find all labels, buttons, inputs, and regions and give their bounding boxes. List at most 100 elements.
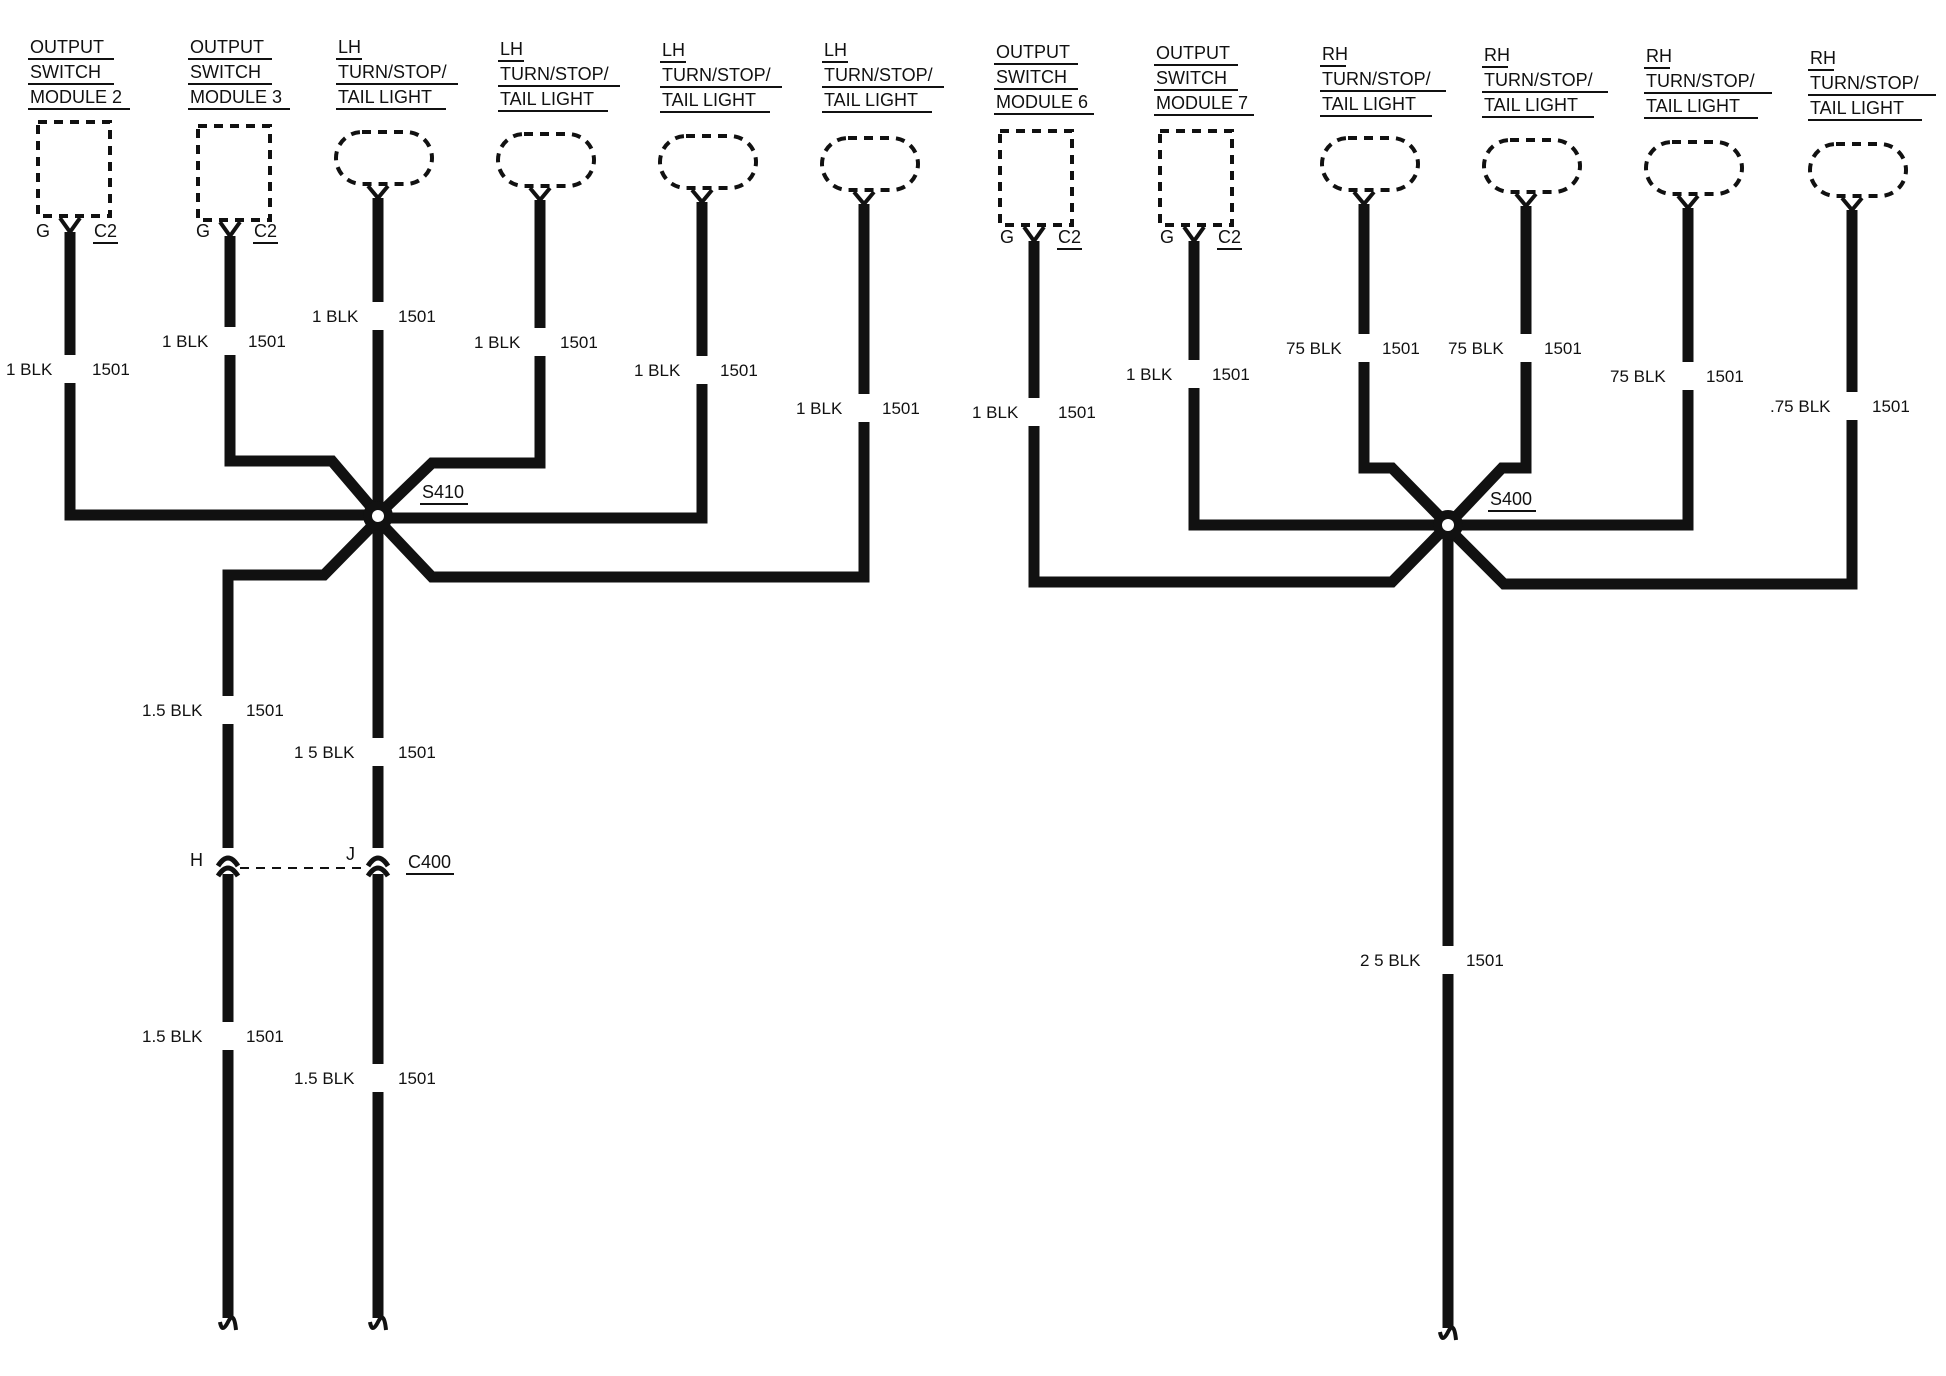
label-rh-tail-light-4: RH TURN/STOP/ TAIL LIGHT bbox=[1808, 48, 1936, 121]
svg-text:1501: 1501 bbox=[248, 332, 286, 351]
svg-text:LH: LH bbox=[824, 40, 847, 60]
svg-text:1501: 1501 bbox=[246, 701, 284, 720]
svg-text:1501: 1501 bbox=[398, 307, 436, 326]
svg-text:TAIL LIGHT: TAIL LIGHT bbox=[1646, 96, 1740, 116]
svg-text:1501: 1501 bbox=[1212, 365, 1250, 384]
label-rh-tail-light-2: RH TURN/STOP/ TAIL LIGHT bbox=[1482, 45, 1608, 118]
svg-text:RH: RH bbox=[1484, 45, 1510, 65]
wire-label-rh4: .75 BLK 1501 bbox=[1766, 392, 1912, 420]
wire-osm2 bbox=[64, 232, 378, 521]
svg-text:1501: 1501 bbox=[398, 743, 436, 762]
rh-tail-light-1-symbol bbox=[1320, 136, 1420, 208]
label-lh-tail-light-3: LH TURN/STOP/ TAIL LIGHT bbox=[660, 40, 782, 113]
wire-label-osm2: 1 BLK 1501 bbox=[4, 355, 134, 383]
rh-tail-light-4-symbol bbox=[1808, 142, 1908, 214]
rh-tail-light-3-symbol bbox=[1644, 140, 1744, 212]
label-rh-tail-light-3: RH TURN/STOP/ TAIL LIGHT bbox=[1644, 46, 1772, 119]
svg-text:1.5 BLK: 1.5 BLK bbox=[294, 1069, 355, 1088]
svg-text:TURN/STOP/: TURN/STOP/ bbox=[338, 62, 447, 82]
connector-c400: H J C400 bbox=[190, 844, 454, 878]
wire-rh1 bbox=[1358, 204, 1452, 529]
svg-text:1501: 1501 bbox=[1872, 397, 1910, 416]
lh-tail-light-1-symbol bbox=[334, 130, 434, 202]
splice-s400: S400 bbox=[1433, 489, 1536, 540]
splice-s410: S410 bbox=[363, 482, 468, 531]
output-switch-module-7-symbol: G C2 bbox=[1158, 129, 1242, 250]
wire-label-osm3: 1 BLK 1501 bbox=[158, 327, 290, 355]
svg-text:C2: C2 bbox=[94, 221, 117, 241]
output-switch-module-2-symbol: G C2 bbox=[36, 120, 118, 244]
label-output-switch-module-6: OUTPUT SWITCH MODULE 6 bbox=[994, 42, 1094, 115]
svg-text:TURN/STOP/: TURN/STOP/ bbox=[824, 65, 933, 85]
lh-tail-light-3-symbol bbox=[658, 134, 758, 206]
svg-text:OUTPUT: OUTPUT bbox=[30, 37, 104, 57]
svg-text:S410: S410 bbox=[422, 482, 464, 502]
svg-text:G: G bbox=[36, 221, 50, 241]
wire-label-osm7: 1 BLK 1501 bbox=[1122, 360, 1262, 388]
wire-label-lh4: 1 BLK 1501 bbox=[792, 394, 928, 422]
svg-text:RH: RH bbox=[1646, 46, 1672, 66]
svg-text:2 5 BLK: 2 5 BLK bbox=[1360, 951, 1421, 970]
svg-text:TAIL LIGHT: TAIL LIGHT bbox=[500, 89, 594, 109]
svg-text:SWITCH: SWITCH bbox=[190, 62, 261, 82]
svg-text:1501: 1501 bbox=[398, 1069, 436, 1088]
svg-text:1501: 1501 bbox=[882, 399, 920, 418]
wire-s410-left bbox=[222, 516, 382, 1318]
label-output-switch-module-3: OUTPUT SWITCH MODULE 3 bbox=[188, 37, 290, 110]
svg-text:TAIL LIGHT: TAIL LIGHT bbox=[824, 90, 918, 110]
wire-label-s410-left-lower: 1.5 BLK 1501 bbox=[138, 1022, 288, 1050]
svg-text:75 BLK: 75 BLK bbox=[1286, 339, 1342, 358]
svg-text:C2: C2 bbox=[254, 221, 277, 241]
svg-text:1.5 BLK: 1.5 BLK bbox=[142, 701, 203, 720]
svg-text:1501: 1501 bbox=[560, 333, 598, 352]
wire-break-icon bbox=[368, 1315, 388, 1331]
svg-text:1 BLK: 1 BLK bbox=[312, 307, 359, 326]
svg-text:SWITCH: SWITCH bbox=[1156, 68, 1227, 88]
svg-text:G: G bbox=[1160, 227, 1174, 247]
svg-text:75 BLK: 75 BLK bbox=[1448, 339, 1504, 358]
svg-text:1 BLK: 1 BLK bbox=[6, 360, 53, 379]
svg-text:TAIL LIGHT: TAIL LIGHT bbox=[1322, 94, 1416, 114]
wire-label-lh3: 1 BLK 1501 bbox=[630, 356, 766, 384]
svg-text:LH: LH bbox=[500, 39, 523, 59]
wire-label-s410-left-upper: 1.5 BLK 1501 bbox=[138, 696, 288, 724]
wire-lh2 bbox=[374, 200, 546, 519]
svg-text:G: G bbox=[196, 221, 210, 241]
svg-text:1 BLK: 1 BLK bbox=[796, 399, 843, 418]
label-lh-tail-light-2: LH TURN/STOP/ TAIL LIGHT bbox=[498, 39, 620, 112]
svg-text:LH: LH bbox=[662, 40, 685, 60]
svg-text:RH: RH bbox=[1322, 44, 1348, 64]
svg-text:G: G bbox=[1000, 227, 1014, 247]
svg-text:1 BLK: 1 BLK bbox=[162, 332, 209, 351]
rh-tail-light-2-symbol bbox=[1482, 138, 1582, 210]
svg-text:.75 BLK: .75 BLK bbox=[1770, 397, 1831, 416]
label-lh-tail-light-4: LH TURN/STOP/ TAIL LIGHT bbox=[822, 40, 944, 113]
svg-text:TAIL LIGHT: TAIL LIGHT bbox=[662, 90, 756, 110]
wire-label-s400-down: 2 5 BLK 1501 bbox=[1356, 946, 1506, 974]
svg-text:1 BLK: 1 BLK bbox=[1126, 365, 1173, 384]
label-rh-tail-light-1: RH TURN/STOP/ TAIL LIGHT bbox=[1320, 44, 1446, 117]
svg-text:RH: RH bbox=[1810, 48, 1836, 68]
wire-osm3 bbox=[224, 236, 383, 519]
svg-text:1501: 1501 bbox=[92, 360, 130, 379]
wire-break-icon bbox=[1438, 1325, 1458, 1341]
wire-label-rh2: 75 BLK 1501 bbox=[1444, 334, 1586, 362]
svg-text:SWITCH: SWITCH bbox=[996, 67, 1067, 87]
svg-text:1501: 1501 bbox=[720, 361, 758, 380]
output-switch-module-6-symbol: G C2 bbox=[998, 129, 1082, 250]
svg-text:C2: C2 bbox=[1218, 227, 1241, 247]
wire-label-rh1: 75 BLK 1501 bbox=[1282, 334, 1424, 362]
svg-text:1.5 BLK: 1.5 BLK bbox=[142, 1027, 203, 1046]
wire-lh4 bbox=[374, 204, 870, 583]
svg-text:MODULE 3: MODULE 3 bbox=[190, 87, 282, 107]
svg-text:75 BLK: 75 BLK bbox=[1610, 367, 1666, 386]
svg-text:OUTPUT: OUTPUT bbox=[190, 37, 264, 57]
svg-text:TURN/STOP/: TURN/STOP/ bbox=[1646, 71, 1755, 91]
wire-rh2 bbox=[1444, 206, 1532, 529]
output-switch-module-3-symbol: G C2 bbox=[196, 124, 278, 244]
wire-label-s410-center-lower: 1.5 BLK 1501 bbox=[290, 1064, 442, 1092]
wire-osm7 bbox=[1188, 241, 1448, 531]
lh-tail-light-2-symbol bbox=[496, 132, 596, 204]
svg-text:1501: 1501 bbox=[1706, 367, 1744, 386]
